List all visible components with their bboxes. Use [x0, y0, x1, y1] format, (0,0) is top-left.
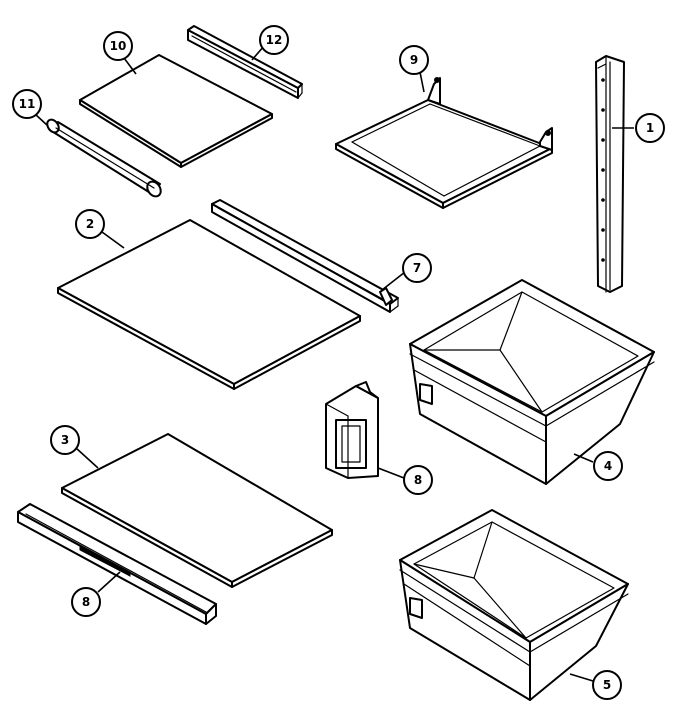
part-11-roller: [46, 118, 162, 198]
part-4-crisper-drawer: [409, 279, 655, 485]
callout-3-label: 3: [61, 433, 69, 447]
leader-2: [101, 231, 125, 249]
part-10-small-shelf: [79, 54, 273, 168]
callout-7-label: 7: [413, 261, 421, 275]
leader-4: [573, 453, 594, 463]
callout-7: 7: [402, 253, 432, 283]
callout-2: 2: [75, 209, 105, 239]
leader-11: [34, 113, 49, 127]
callout-1: 1: [635, 113, 665, 143]
leader-9: [419, 71, 425, 93]
part-7-trim-strip: [211, 199, 399, 313]
callout-4-label: 4: [604, 459, 612, 473]
callout-1-label: 1: [646, 121, 654, 135]
leader-lines: [34, 45, 634, 682]
callout-11: 11: [12, 89, 42, 119]
callout-5-label: 5: [603, 678, 611, 692]
leader-5: [569, 673, 594, 682]
part-8-trim-strip: [17, 503, 217, 625]
callout-5: 5: [592, 670, 622, 700]
part-9-hook-shelf: [335, 77, 553, 209]
leader-3: [75, 447, 99, 469]
part-3-lower-shelf: [61, 433, 333, 588]
callout-3: 3: [50, 425, 80, 455]
callout-8-lower: 8: [71, 587, 101, 617]
part-1-vertical-rail: [595, 55, 625, 293]
callout-12-label: 12: [266, 33, 283, 47]
callout-2-label: 2: [86, 217, 94, 231]
leader-8b: [97, 571, 121, 593]
callout-11-label: 11: [19, 97, 36, 111]
callout-4: 4: [593, 451, 623, 481]
leader-8a: [377, 467, 405, 479]
part-8-bracket: [325, 381, 379, 479]
leader-10: [123, 57, 137, 75]
leader-7: [381, 271, 406, 291]
callout-8-lower-label: 8: [82, 595, 90, 609]
part-5-crisper-drawer: [399, 509, 629, 701]
part-2-large-shelf: [57, 219, 361, 390]
callout-8-upper-label: 8: [414, 473, 422, 487]
callout-12: 12: [259, 25, 289, 55]
callout-9-label: 9: [410, 53, 418, 67]
callout-8-upper: 8: [403, 465, 433, 495]
callout-9: 9: [399, 45, 429, 75]
callout-10-label: 10: [110, 39, 127, 53]
part-12-trim-strip: [187, 25, 303, 99]
callout-10: 10: [103, 31, 133, 61]
